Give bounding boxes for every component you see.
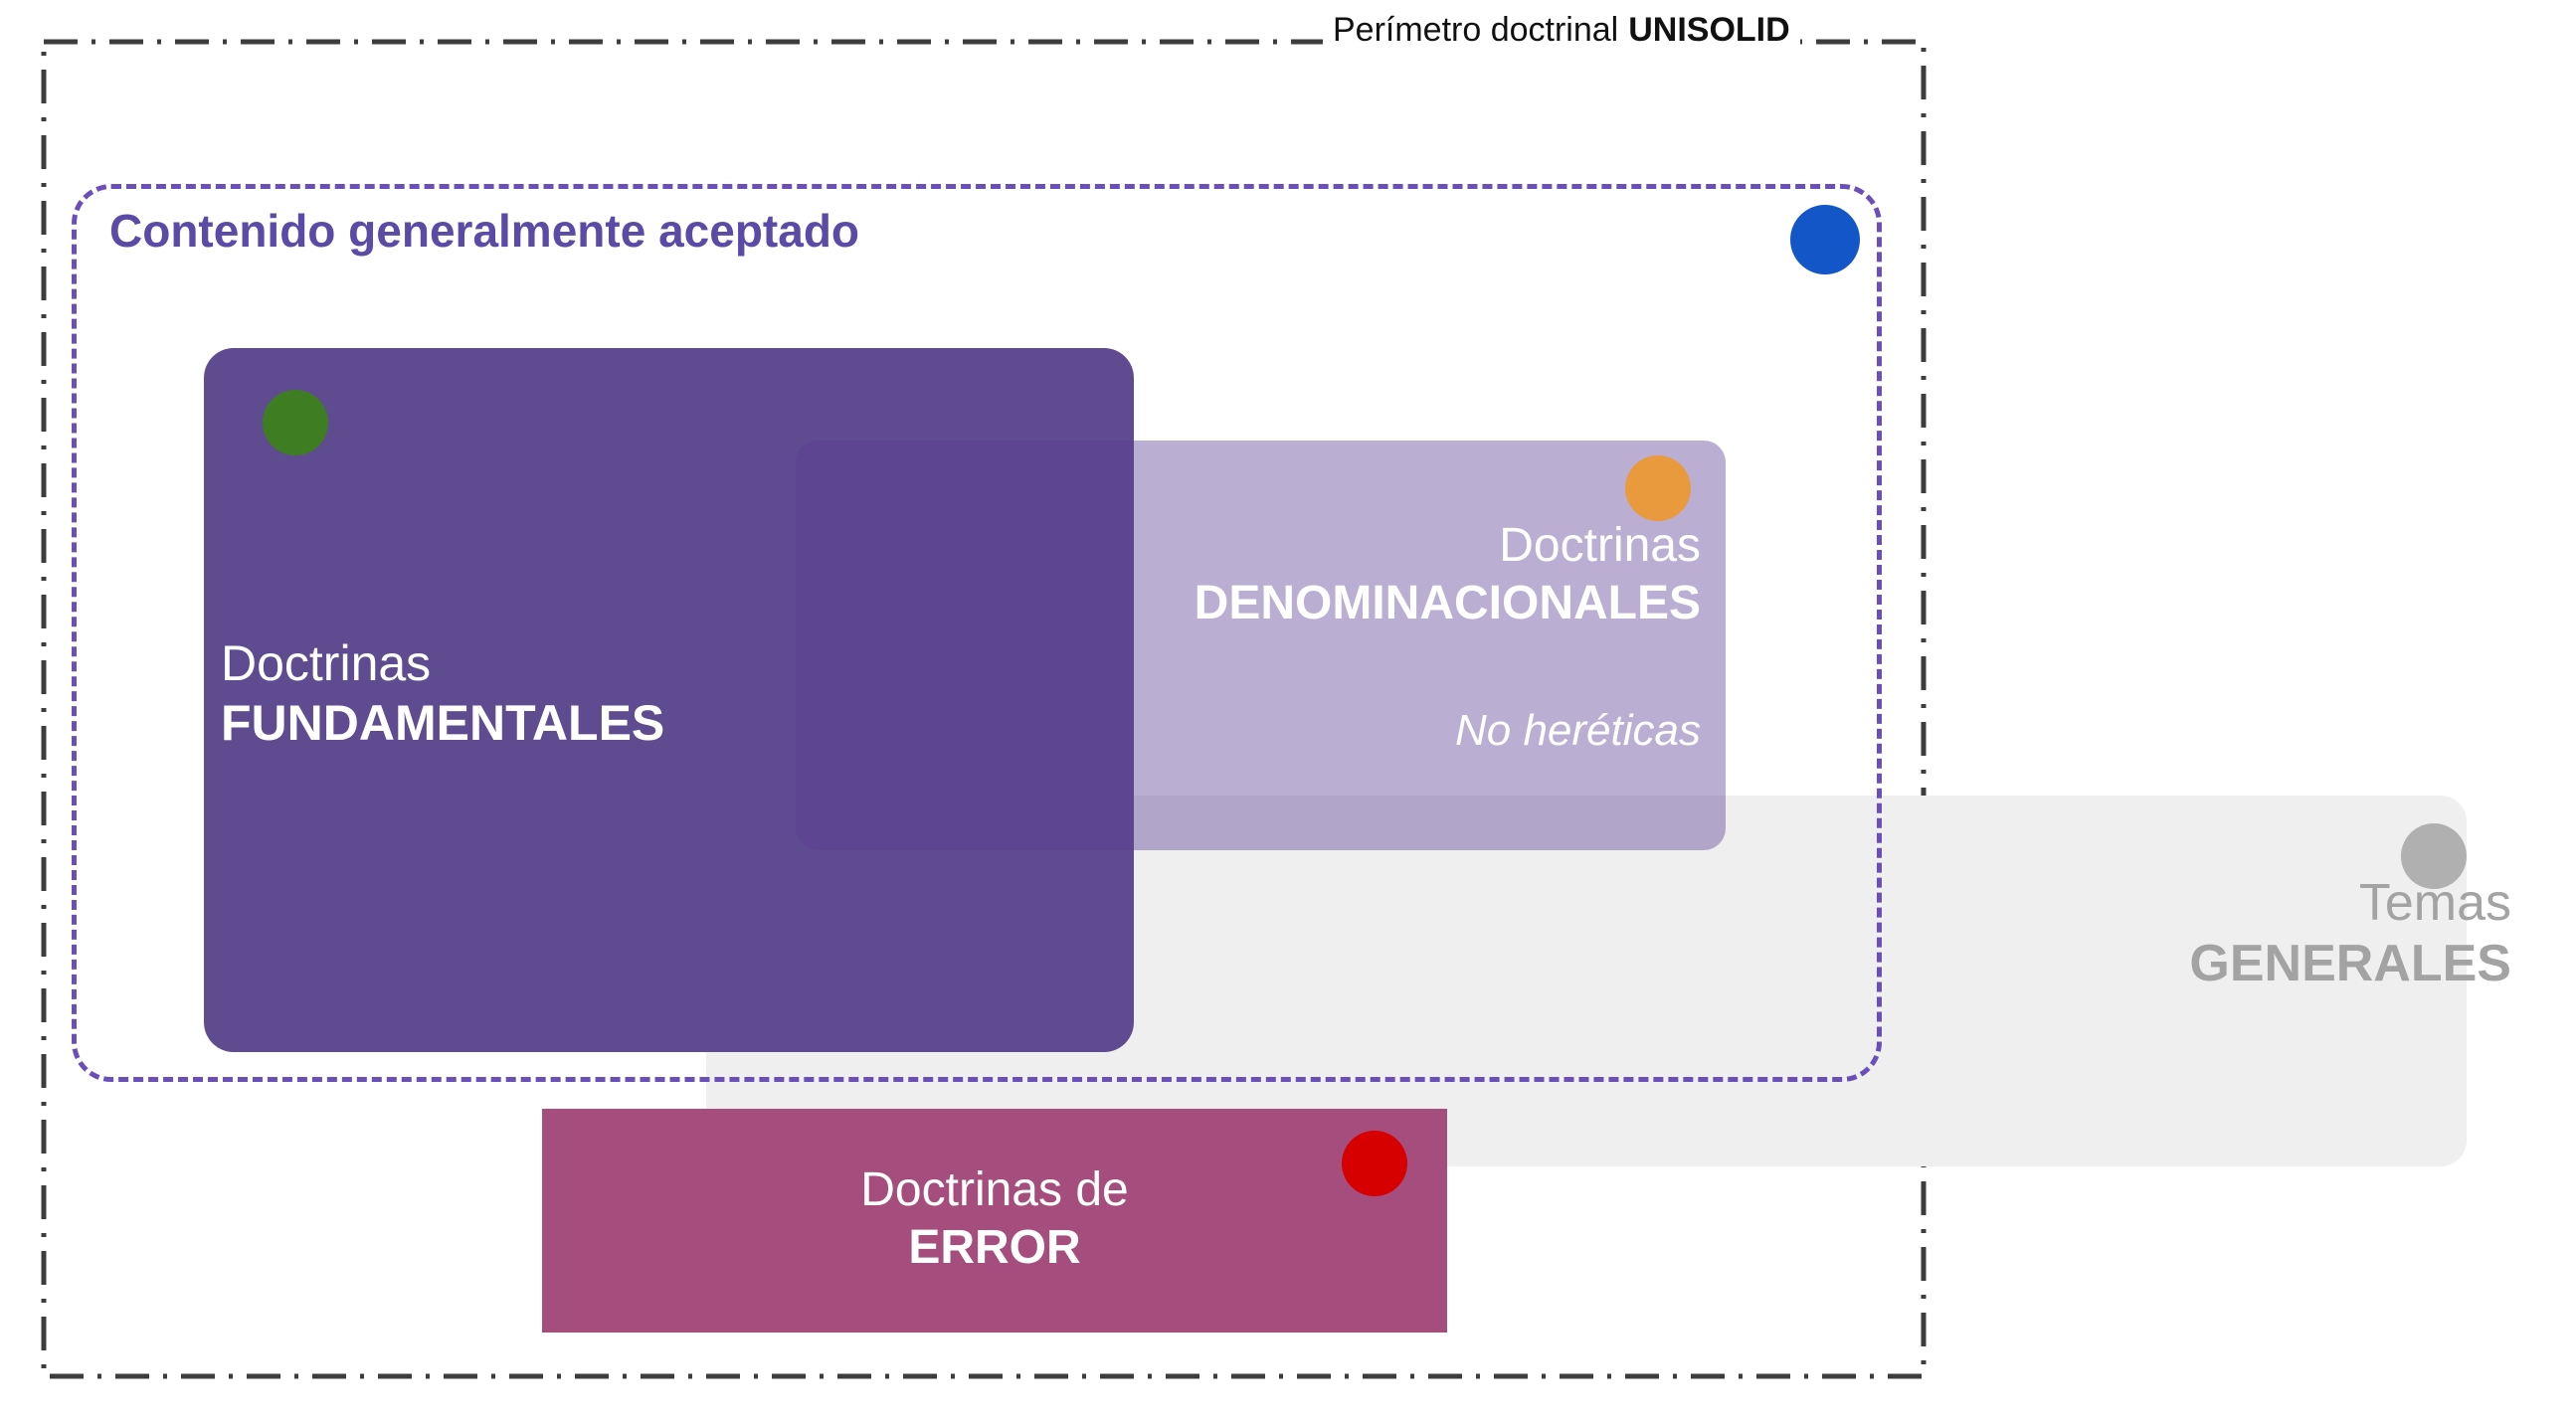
fundamental-doctrines-label: Doctrinas FUNDAMENTALES [221,633,664,753]
accepted-content-label: Contenido generalmente aceptado [109,205,860,257]
denominational-doctrines-note: No heréticas [1454,706,1701,755]
fundamental-doctrines-line2: FUNDAMENTALES [221,695,665,751]
general-topics-label: Temas GENERALES [1795,873,2511,995]
denominational-doctrines-line1: Doctrinas [1499,519,1701,572]
denominational-doctrines-card[interactable] [796,441,1726,850]
error-doctrines-line1: Doctrinas de [860,1163,1129,1216]
fundamental-doctrines-card[interactable] [204,348,1134,1052]
accepted-content-region [72,184,1882,1082]
gray-dot-icon [2401,823,2467,889]
perimeter-title-brand: UNISOLID [1628,10,1790,49]
perimeter-title: Perímetro doctrinal UNISOLID [1323,8,1800,52]
general-topics-line2: GENERALES [2189,935,2511,993]
denominational-doctrines-line2: DENOMINACIONALES [1194,576,1701,629]
error-doctrines-card[interactable] [542,1109,1447,1333]
general-topics-line1: Temas [2358,874,2511,932]
orange-dot-icon [1625,455,1691,521]
red-dot-icon [1342,1131,1407,1196]
denominational-doctrines-label: Doctrinas DENOMINACIONALES [826,517,1701,631]
error-doctrines-line2: ERROR [908,1220,1081,1274]
green-dot-icon [263,390,328,455]
perimeter-title-prefix: Perímetro doctrinal [1333,10,1619,49]
error-doctrines-label: Doctrinas de ERROR [542,1161,1447,1276]
fundamental-doctrines-line1: Doctrinas [221,635,432,691]
blue-dot-icon [1790,205,1860,274]
